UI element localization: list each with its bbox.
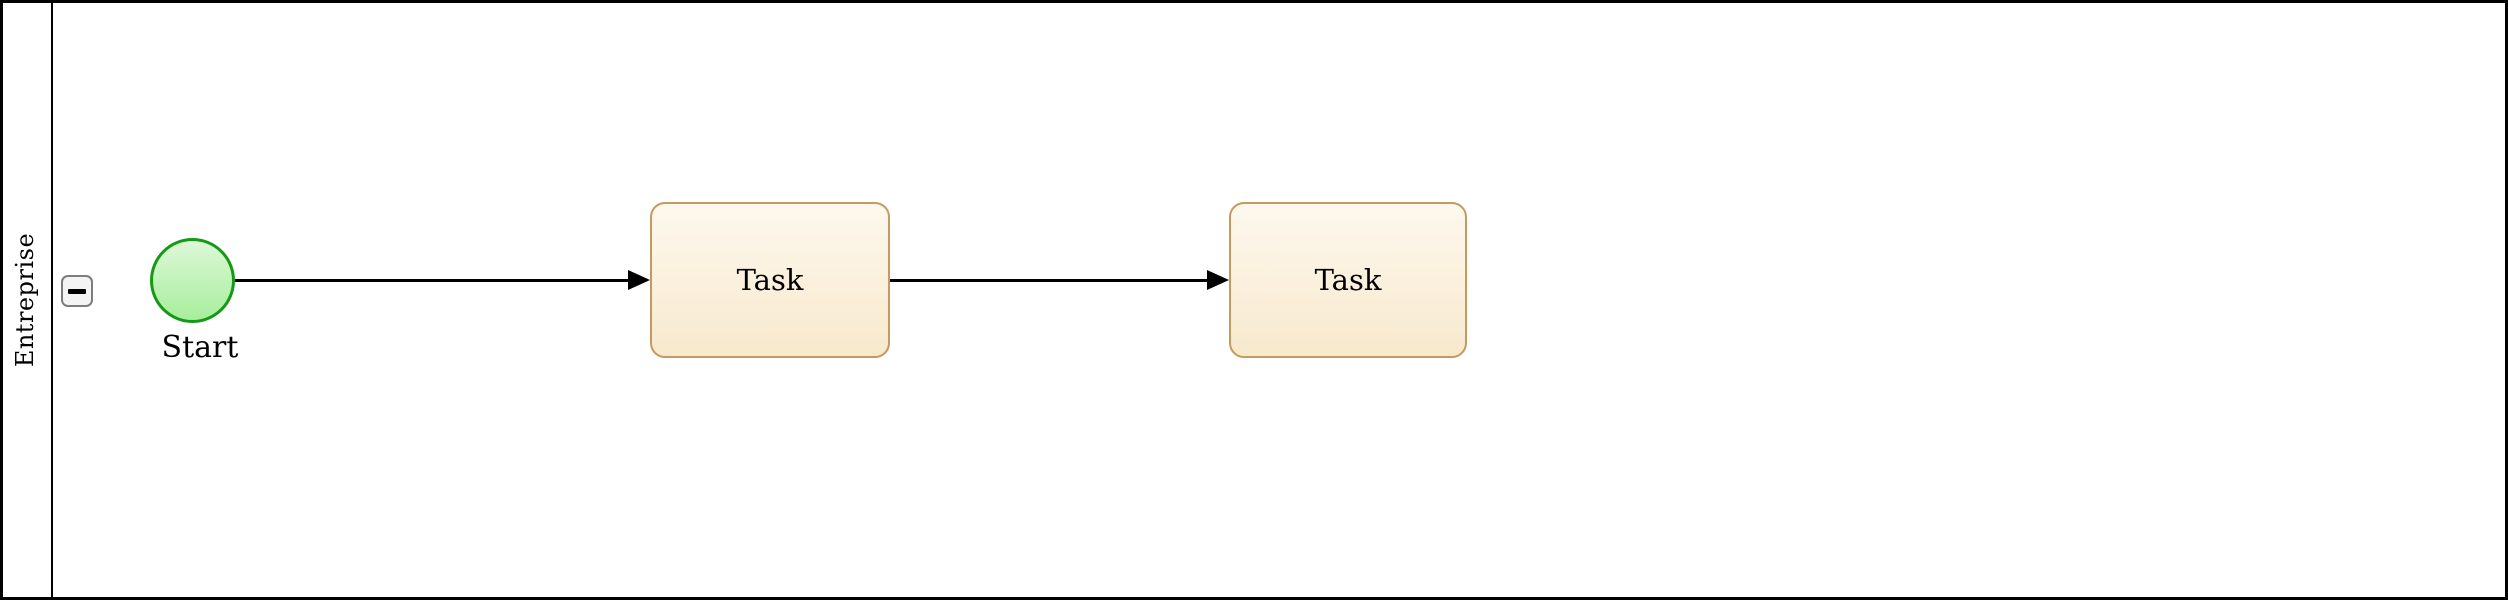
minus-icon — [68, 288, 86, 294]
start-event[interactable] — [150, 238, 235, 323]
pool-label-strip[interactable]: Entreprise — [0, 0, 53, 600]
task-2-label: Task — [1314, 263, 1382, 297]
sequence-flow-2[interactable] — [890, 279, 1208, 282]
arrowhead-icon — [628, 270, 650, 290]
task-1-label: Task — [736, 263, 804, 297]
task-1[interactable]: Task — [650, 202, 890, 358]
pool-collapse-button[interactable] — [61, 275, 93, 307]
sequence-flow-1[interactable] — [235, 279, 629, 282]
task-2[interactable]: Task — [1229, 202, 1467, 358]
pool-label: Entreprise — [11, 232, 40, 368]
start-event-label: Start — [161, 330, 239, 365]
arrowhead-icon — [1207, 270, 1229, 290]
